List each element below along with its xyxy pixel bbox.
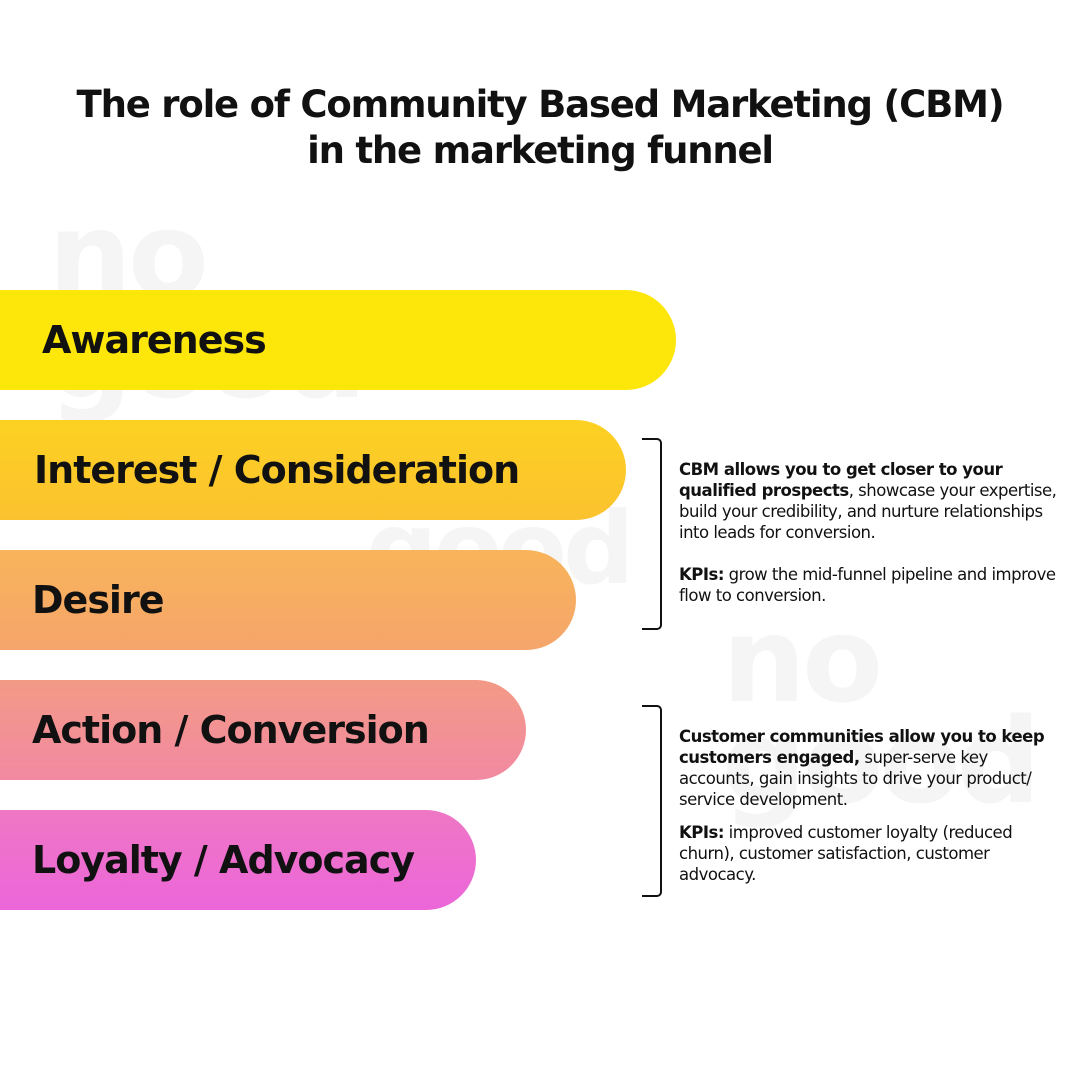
note-mid-funnel: CBM allows you to get closer to your qua…	[679, 459, 1064, 606]
bracket-bottom-funnel	[642, 705, 662, 897]
kpi-label: KPIs:	[679, 565, 724, 584]
note-bottom-funnel: Customer communities allow you to keep c…	[679, 726, 1064, 885]
note-lead-bold: Customer communities allow you to keep c…	[679, 727, 1045, 767]
kpi-text: grow the mid-funnel pipeline and improve…	[679, 565, 1056, 605]
funnel-stage-awareness: Awareness	[0, 290, 676, 390]
note-kpis: KPIs: grow the mid-funnel pipeline and i…	[679, 564, 1064, 606]
stage-label: Interest / Consideration	[34, 448, 520, 492]
stage-label: Awareness	[42, 318, 267, 362]
note-lead-bold: CBM allows you to get closer to your qua…	[679, 460, 1003, 500]
funnel-stage-loyalty: Loyalty / Advocacy	[0, 810, 476, 910]
note-kpis: KPIs: improved customer loyalty (reduced…	[679, 822, 1064, 885]
watermark-line: no	[722, 610, 1037, 711]
stage-label: Desire	[32, 578, 164, 622]
title-line-1: The role of Community Based Marketing (C…	[76, 83, 1005, 126]
stage-label: Loyalty / Advocacy	[32, 838, 415, 882]
bracket-mid-funnel	[642, 438, 662, 630]
note-lead-text: super-serve key accounts, gain insights …	[679, 748, 1032, 809]
stage-label: Action / Conversion	[32, 708, 430, 752]
note-description: CBM allows you to get closer to your qua…	[679, 459, 1064, 543]
kpi-label: KPIs:	[679, 823, 724, 842]
note-description: Customer communities allow you to keep c…	[679, 726, 1064, 810]
kpi-text: improved customer loyalty (reduced churn…	[679, 823, 1013, 884]
note-lead-text: , showcase your expertise, build your cr…	[679, 481, 1057, 542]
title-line-2: in the marketing funnel	[307, 129, 774, 172]
funnel-stage-interest: Interest / Consideration	[0, 420, 626, 520]
page-title: The role of Community Based Marketing (C…	[0, 82, 1080, 174]
funnel-stage-desire: Desire	[0, 550, 576, 650]
funnel-stage-action: Action / Conversion	[0, 680, 526, 780]
